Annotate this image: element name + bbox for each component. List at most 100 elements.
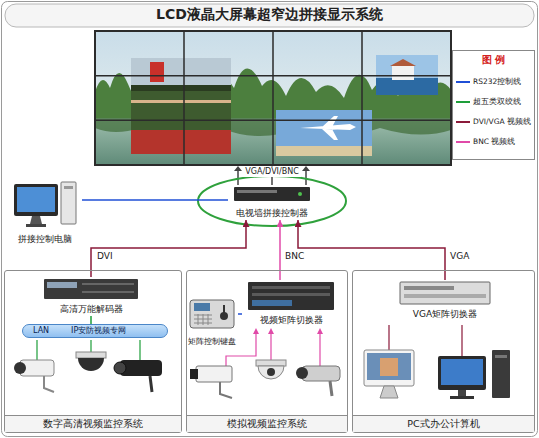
dome-camera bbox=[258, 366, 284, 379]
device-label: 电视墙拼接控制器 bbox=[236, 208, 308, 219]
pc-drive bbox=[495, 355, 507, 358]
connector bbox=[238, 313, 242, 315]
inset-parade-carpet bbox=[131, 130, 231, 154]
camera-lens bbox=[296, 367, 308, 379]
controller-led bbox=[298, 192, 302, 196]
joystick-base bbox=[220, 312, 228, 320]
decoder-device bbox=[44, 279, 138, 299]
switcher-display bbox=[252, 300, 292, 306]
legend-line bbox=[456, 141, 470, 143]
legend-text: 超五类双绞线 bbox=[473, 97, 521, 106]
keyboard-device bbox=[190, 300, 234, 328]
connector bbox=[279, 220, 281, 280]
keyboard-keys bbox=[194, 314, 212, 325]
monitor-stand bbox=[30, 216, 42, 224]
monitor bbox=[438, 356, 486, 390]
inset-parade-faces bbox=[131, 100, 231, 103]
device-label: 高清万能解码器 bbox=[60, 304, 123, 315]
legend-line-sample bbox=[456, 78, 470, 86]
edge-label: VGA bbox=[449, 251, 470, 262]
monitor-screen bbox=[441, 359, 483, 385]
system-panel: PC式办公计算机 VGA矩阵切换器 bbox=[352, 270, 535, 433]
edge-label: DVI bbox=[96, 251, 114, 262]
legend-line-sample bbox=[456, 98, 470, 106]
camera-cables bbox=[37, 340, 140, 360]
camera-lens bbox=[267, 368, 275, 376]
wall-sky bbox=[95, 31, 451, 165]
legend-line bbox=[456, 81, 470, 83]
decoder-trim bbox=[82, 283, 134, 285]
wall-frame bbox=[95, 31, 451, 165]
panel-caption: 模拟视频监控系统 bbox=[187, 415, 347, 432]
inset-parade-caps bbox=[131, 85, 231, 91]
switcher-trim bbox=[252, 293, 330, 296]
legend-row: DVI/VGA 视频线 bbox=[456, 117, 531, 126]
inset-parade-flag bbox=[150, 62, 164, 82]
inset-coast-sea bbox=[376, 78, 438, 95]
panel-caption: PC式办公计算机 bbox=[353, 415, 534, 432]
panel-caption: 数字高清视频监控系统 bbox=[5, 415, 181, 432]
legend-box: RS232控制线超五类双绞线 DVI/VGA 视频线 BNC 视频线 bbox=[452, 50, 535, 160]
connector bbox=[91, 220, 246, 277]
edge-label: BNC bbox=[284, 251, 305, 262]
cable-arrowheads bbox=[253, 328, 323, 334]
legend-line bbox=[456, 121, 470, 123]
box-camera bbox=[196, 366, 232, 382]
monitor-screen bbox=[17, 187, 55, 212]
pc-screen bbox=[367, 353, 411, 380]
decoder-display bbox=[47, 282, 77, 288]
network-text: IP安防视频专网 bbox=[71, 326, 126, 336]
connector bbox=[82, 199, 228, 201]
camera-cables bbox=[226, 333, 320, 366]
keyboard-node: 矩阵控制键盘 bbox=[186, 298, 238, 348]
pc-stand bbox=[380, 386, 398, 398]
legend-text: BNC 视频线 bbox=[473, 137, 515, 146]
dome-camera-base bbox=[256, 360, 286, 366]
legend-text: DVI/VGA 视频线 bbox=[473, 117, 531, 126]
diagram-title: LCD液晶大屏幕超窄边拼接显示系统 bbox=[0, 6, 539, 23]
legend-line-sample bbox=[456, 118, 470, 126]
legend-text: RS232控制线 bbox=[473, 77, 521, 86]
wall-seams bbox=[95, 31, 451, 165]
device-label: VGA矩阵切换器 bbox=[413, 309, 477, 320]
inset-parade-sky bbox=[131, 58, 231, 154]
connector bbox=[90, 316, 92, 324]
camera-mount bbox=[220, 382, 232, 398]
pc-tower bbox=[492, 350, 510, 398]
connector bbox=[298, 220, 445, 280]
legend-line bbox=[456, 101, 470, 103]
switcher-device bbox=[248, 282, 334, 310]
vga-matrix-trim bbox=[404, 294, 486, 298]
highlight-ellipse bbox=[198, 176, 346, 226]
monitor-base bbox=[450, 396, 474, 399]
legend-row: RS232控制线 bbox=[456, 77, 521, 86]
camera-lens bbox=[114, 362, 126, 374]
camera-mount bbox=[44, 376, 54, 392]
keyboard-screen bbox=[194, 303, 210, 311]
inset-coast-building bbox=[392, 66, 414, 80]
decoder-trim bbox=[82, 291, 134, 293]
computer-node: 拼接控制电脑 bbox=[8, 180, 82, 246]
dome-camera bbox=[78, 358, 104, 371]
monitor-base bbox=[26, 224, 46, 227]
camera-mount bbox=[150, 376, 152, 392]
pc-screen-photo bbox=[380, 358, 398, 376]
dome-camera-base bbox=[76, 352, 106, 358]
switcher-node: 视频矩阵切换器 bbox=[242, 280, 340, 327]
network-bar: LANIP安防视频专网 bbox=[22, 324, 168, 338]
vga-matrix-trim bbox=[404, 286, 454, 290]
device-label: 拼接控制电脑 bbox=[18, 234, 72, 245]
controller-panel bbox=[237, 190, 277, 193]
inset-parade-soldiers bbox=[131, 85, 231, 130]
monitor bbox=[14, 184, 58, 216]
inset-plane-ground bbox=[276, 146, 372, 156]
inset-plane-sky bbox=[276, 110, 372, 156]
inset-coast-roof bbox=[390, 59, 416, 66]
legend-row: 超五类双绞线 bbox=[456, 97, 521, 106]
camera-lens bbox=[190, 369, 198, 379]
monitor-stand bbox=[458, 390, 466, 396]
legend-line-sample bbox=[456, 138, 470, 146]
controller-node: 电视墙拼接控制器 bbox=[228, 184, 316, 220]
camera-mount bbox=[330, 381, 332, 396]
